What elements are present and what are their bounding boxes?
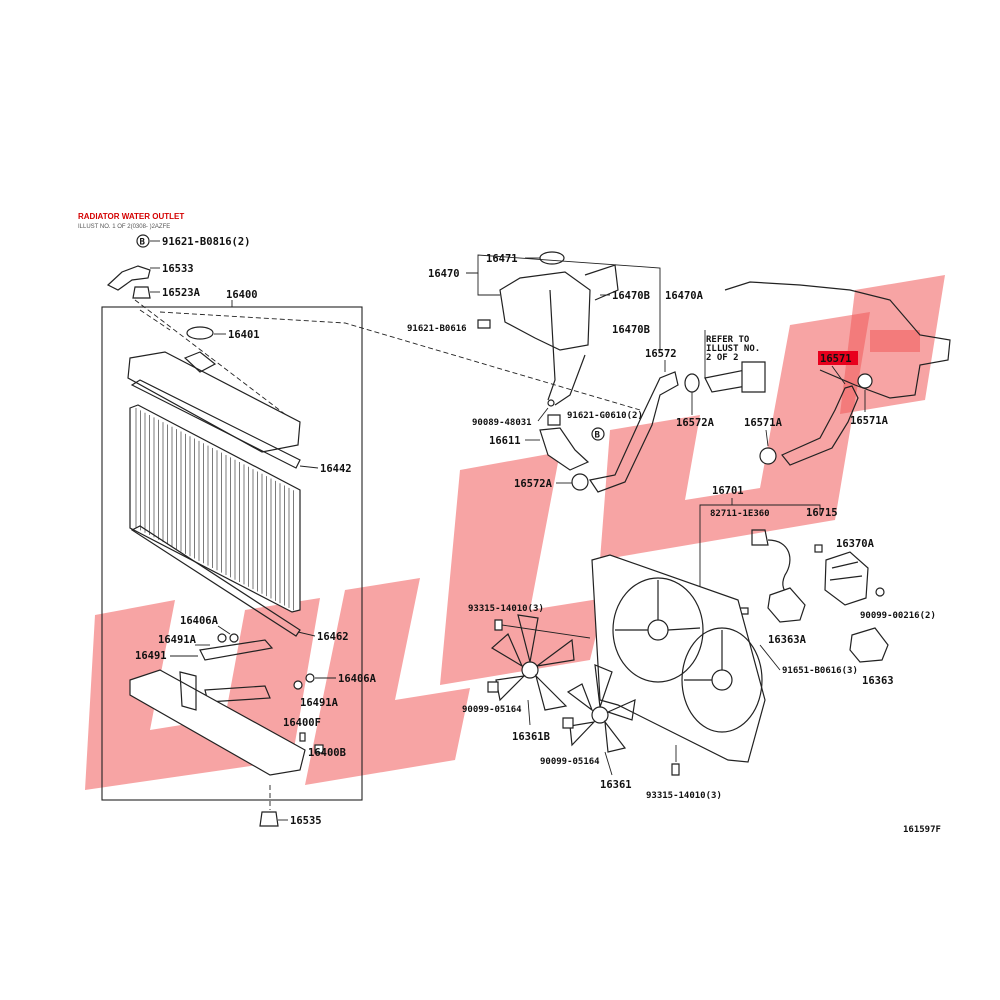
illustration-ref-code: 161597F (903, 825, 941, 835)
label-16571a-left[interactable]: 16571A (744, 417, 783, 429)
fan-relay-clip (814, 544, 823, 553)
radiator-core (129, 404, 301, 613)
label-16572a-left[interactable]: 16572A (514, 478, 553, 490)
fan-motor-16363 (849, 627, 889, 663)
label-16571-highlighted[interactable]: 16571 (820, 353, 852, 365)
label-16400f[interactable]: 16400F (283, 717, 321, 729)
label-16611[interactable]: 16611 (489, 435, 521, 447)
label-16533[interactable]: 16533 (162, 263, 194, 275)
label-82711-1e360[interactable]: 82711-1E360 (710, 509, 770, 519)
hose-clamp-upper (684, 373, 700, 393)
radiator-upper-tank (127, 351, 301, 453)
screw-upper (494, 619, 503, 631)
label-93315-14010-lower[interactable]: 93315-14010(3) (646, 791, 722, 801)
reservoir-tank (499, 271, 591, 351)
screw-lower (671, 763, 680, 776)
fan-nut-left (487, 681, 499, 693)
hose-clamp-lower (571, 473, 589, 491)
water-outlet-16611 (539, 427, 590, 471)
label-16523a[interactable]: 16523A (162, 287, 201, 299)
label-16535[interactable]: 16535 (290, 815, 322, 827)
label-16470b-lower[interactable]: 16470B (612, 324, 650, 336)
oil-cooler-pipe (199, 639, 274, 661)
radiator-hose-16571 (781, 385, 859, 466)
engine-outline (724, 281, 951, 399)
fan-blade-16361 (566, 664, 636, 753)
label-16571a-right[interactable]: 16571A (850, 415, 889, 427)
label-16363[interactable]: 16363 (862, 675, 894, 687)
label-16406a-lower[interactable]: 16406A (338, 673, 377, 685)
drain-cock-plug (299, 732, 306, 742)
fan-shroud (591, 554, 766, 763)
hose-clamp-16571a-lower (759, 447, 777, 465)
label-16442[interactable]: 16442 (320, 463, 352, 475)
refer-note-line1: REFER TO (706, 335, 750, 345)
upper-gasket (130, 379, 301, 469)
cushion-part (132, 286, 151, 299)
highlight-box-16571 (818, 351, 858, 365)
label-16400[interactable]: 16400 (226, 289, 258, 301)
label-90099-05164-right[interactable]: 90099-05164 (540, 757, 600, 767)
reservoir-cap (539, 251, 565, 265)
label-16572[interactable]: 16572 (645, 348, 677, 360)
label-16361[interactable]: 16361 (600, 779, 632, 791)
refer-note-line2: ILLUST NO. (706, 344, 760, 354)
clip-bolt (477, 319, 491, 329)
label-16491a-lower[interactable]: 16491A (300, 697, 339, 709)
label-91621-b0816[interactable]: 91621-B0816(2) (162, 236, 251, 248)
refer-note-line3: 2 OF 2 (706, 353, 739, 363)
bracket-part (106, 265, 151, 291)
fan-nut-right (562, 717, 574, 729)
radiator-lower-tank (129, 669, 306, 776)
label-16572a-right[interactable]: 16572A (676, 417, 715, 429)
label-16470[interactable]: 16470 (428, 268, 460, 280)
label-93315-14010-upper[interactable]: 93315-14010(3) (468, 604, 544, 614)
label-16715[interactable]: 16715 (806, 507, 838, 519)
label-16491a-upper[interactable]: 16491A (158, 634, 197, 646)
label-91621-b0616[interactable]: 91621-B0616 (407, 324, 467, 334)
lower-cushion (259, 811, 279, 827)
label-16470a[interactable]: 16470A (665, 290, 704, 302)
diagram-title: RADIATOR WATER OUTLET (78, 212, 184, 221)
label-91651-b0616[interactable]: 91651-B0616(3) (782, 666, 858, 676)
label-90099-00216[interactable]: 90099-00216(2) (860, 611, 936, 621)
svg-text:B: B (595, 431, 601, 441)
hose-clamp-16571a-upper (857, 373, 873, 389)
label-16491[interactable]: 16491 (135, 650, 167, 662)
label-16701[interactable]: 16701 (712, 485, 744, 497)
radiator-cap (186, 326, 214, 340)
label-90099-05164-left[interactable]: 90099-05164 (462, 705, 522, 715)
fan-motor-16363a (767, 587, 806, 623)
label-16370a[interactable]: 16370A (836, 538, 875, 550)
label-16406a-upper[interactable]: 16406A (180, 615, 219, 627)
label-16470b-upper[interactable]: 16470B (612, 290, 650, 302)
label-91621-g0610[interactable]: 91621-G0610(2) (567, 411, 643, 421)
radiator-hose-16572 (589, 371, 679, 493)
bolt-b-symbol: B (136, 234, 150, 248)
fan-connector (751, 529, 769, 546)
label-16361b[interactable]: 16361B (512, 731, 550, 743)
label-90089-48031[interactable]: 90089-48031 (472, 418, 532, 428)
diagram-subtitle: ILLUST NO. 1 OF 2(0308- )2AZFE (78, 224, 170, 230)
label-16401[interactable]: 16401 (228, 329, 260, 341)
fan-blade-16361b (490, 614, 575, 711)
bolt-b-symbol-2: B (591, 427, 605, 441)
label-16363a[interactable]: 16363A (768, 634, 807, 646)
label-16400b[interactable]: 16400B (308, 747, 346, 759)
svg-text:B: B (140, 238, 146, 248)
label-16462[interactable]: 16462 (317, 631, 349, 643)
lower-gasket (130, 525, 301, 637)
label-16471[interactable]: 16471 (486, 253, 518, 265)
